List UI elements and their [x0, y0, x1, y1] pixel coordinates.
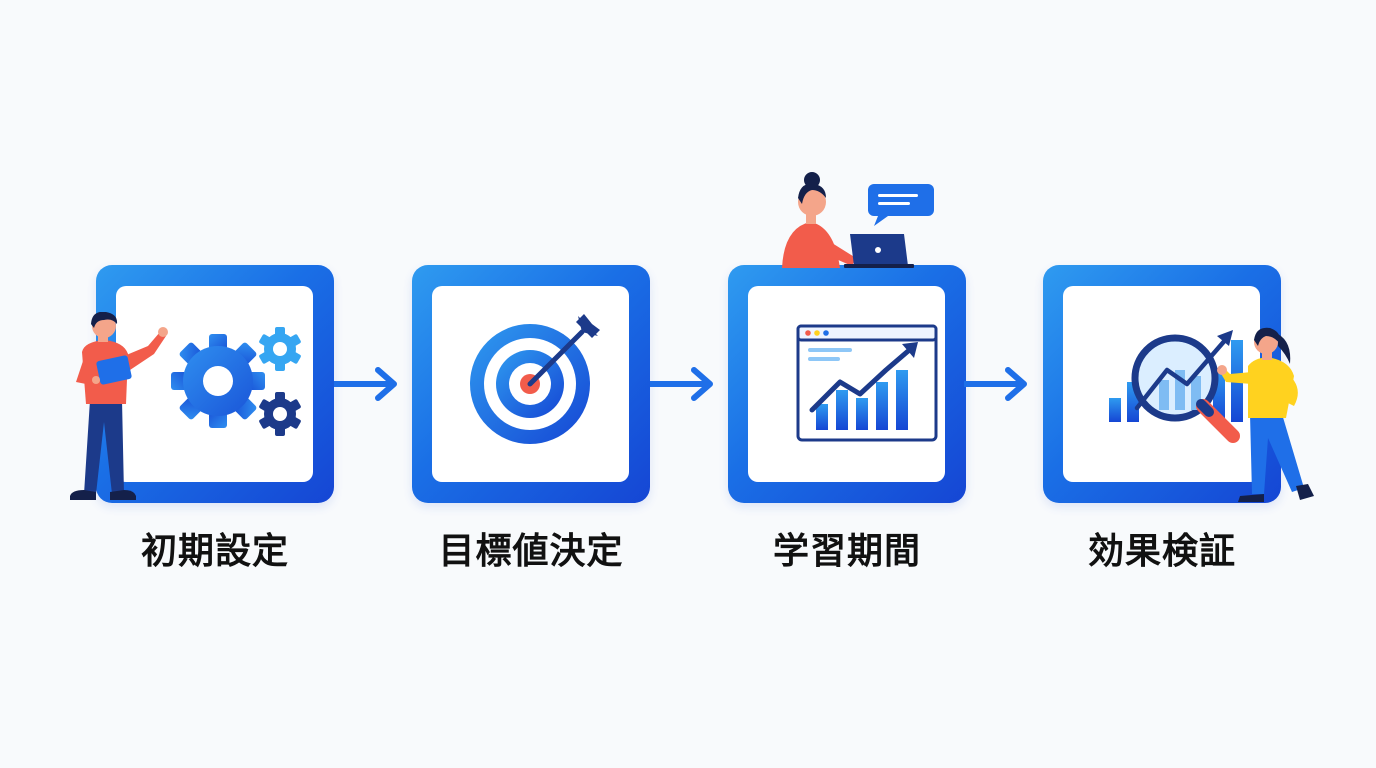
- flow-arrow-1: [334, 367, 397, 401]
- person-woman-yellow-icon: [1217, 327, 1314, 502]
- person-man-with-tablet-icon: [70, 312, 168, 500]
- step-panel: [748, 286, 945, 482]
- step-panel: [1063, 286, 1260, 482]
- step-label-initial-setup: 初期設定: [140, 531, 289, 572]
- flow-arrow-2: [650, 367, 713, 401]
- step-panel: [116, 286, 313, 482]
- step-panel: [432, 286, 629, 482]
- step-label-learning-period: 学習期間: [772, 531, 921, 572]
- magnifier-chart-icon: [1109, 330, 1243, 443]
- step-box-initial-setup: [96, 265, 334, 503]
- step-label-target-setting: 目標値決定: [438, 531, 624, 572]
- step-label-effect-verification: 効果検証: [1087, 531, 1236, 572]
- gears-icon: [171, 327, 301, 436]
- growth-chart-icon: [796, 324, 938, 442]
- step-box-effect-verification: [1043, 265, 1281, 503]
- person-woman-with-laptop-icon: [782, 172, 934, 268]
- step-box-target-setting: [412, 265, 650, 503]
- target-icon: [470, 314, 600, 444]
- flow-arrow-3: [964, 367, 1027, 401]
- step-box-learning-period: [728, 265, 966, 503]
